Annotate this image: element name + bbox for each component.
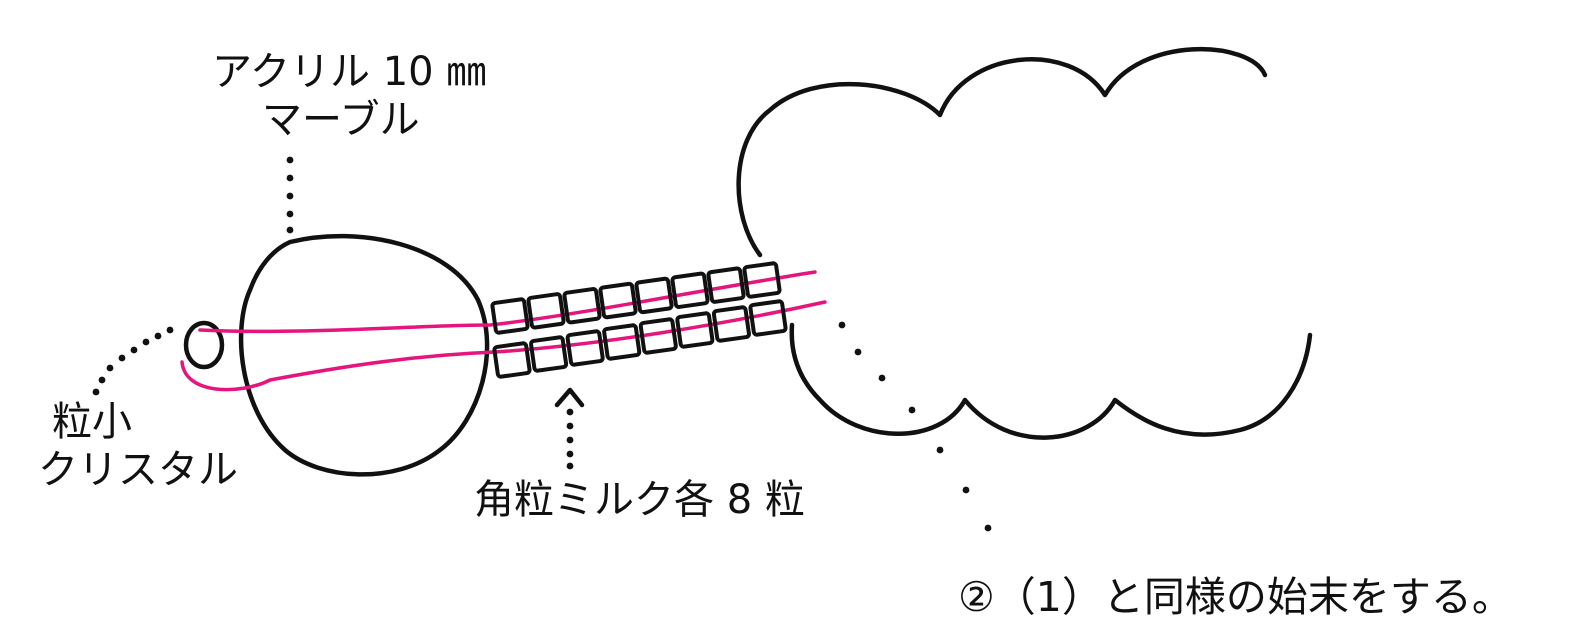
square-bead — [706, 266, 746, 304]
leader-dot — [286, 192, 294, 200]
crystal-bead — [183, 320, 225, 370]
square-bead — [562, 287, 602, 325]
leader-dot — [984, 524, 992, 532]
square-bead — [670, 271, 710, 309]
square-bead — [529, 335, 569, 373]
leader-square-beads — [566, 408, 574, 470]
leader-dot — [838, 321, 846, 329]
label-square-beads: 角粒ミルク各 8 粒 — [474, 477, 805, 523]
square-beads-row-top — [490, 261, 782, 335]
square-bead — [565, 329, 605, 367]
square-bead — [675, 311, 715, 349]
label-acrylic-line1: アクリル 10 ㎜ — [212, 49, 487, 95]
leader-dot — [286, 174, 294, 182]
label-acrylic-line2: マーブル — [262, 97, 420, 143]
label-crystal-line2: クリスタル — [38, 447, 238, 493]
leader-crystal — [92, 326, 174, 396]
leader-dot — [854, 348, 862, 356]
square-bead — [638, 317, 678, 355]
leader-dot — [566, 462, 574, 470]
square-bead — [492, 341, 532, 379]
square-bead — [598, 281, 638, 320]
label-instruction: ②（1）と同様の始末をする。 — [958, 573, 1513, 621]
square-bead — [711, 305, 751, 343]
leader-dot — [908, 406, 916, 414]
leader-dot — [878, 374, 886, 382]
square-bead — [526, 292, 566, 330]
label-crystal-line1: 粒小 — [52, 399, 132, 445]
leader-dot — [566, 450, 574, 458]
leader-dot — [166, 326, 174, 334]
leader-arrow-head — [554, 387, 585, 408]
leader-dot — [962, 486, 970, 494]
leader-dot — [130, 346, 138, 354]
leader-dot — [936, 446, 944, 454]
leader-acrylic — [286, 156, 294, 234]
leader-dot — [286, 226, 294, 234]
leader-dot — [106, 364, 114, 372]
leader-dot — [566, 436, 574, 444]
square-beads-row-bottom — [492, 299, 788, 379]
leader-dot — [154, 332, 162, 340]
leader-dot — [118, 354, 126, 362]
square-bead — [742, 261, 782, 299]
leader-dot — [142, 338, 150, 346]
square-bead — [634, 276, 674, 315]
leader-dot — [92, 388, 100, 396]
acrylic-bead — [238, 233, 490, 477]
cloud-outline — [736, 46, 1313, 440]
leader-dot — [286, 156, 294, 164]
leader-dot — [98, 376, 106, 384]
leader-dot — [286, 210, 294, 218]
square-bead — [748, 299, 788, 337]
leader-dot — [566, 408, 574, 416]
square-bead — [490, 297, 530, 335]
thread-lower — [180, 300, 827, 392]
leader-instruction — [838, 321, 992, 532]
square-bead — [602, 323, 642, 361]
leader-dot — [566, 422, 574, 430]
